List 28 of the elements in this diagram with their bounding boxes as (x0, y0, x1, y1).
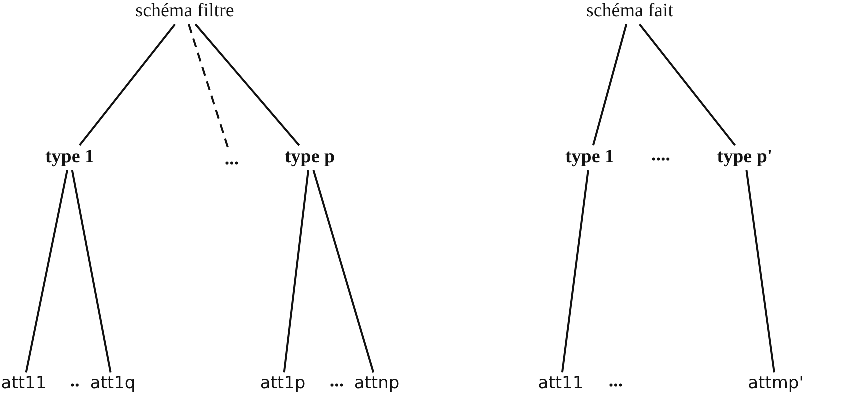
ellipsis-label: ... (330, 372, 344, 392)
ellipsis-label: ... (608, 372, 624, 392)
ellipsis-label: .. (70, 372, 80, 392)
tree-line (194, 24, 300, 146)
tree-line (71, 170, 112, 373)
type-label: type p (284, 148, 336, 168)
tree-line (79, 24, 176, 146)
attribute-label: att11 (538, 374, 584, 394)
schema-label: schéma filtre (136, 2, 234, 22)
attribute-label: att11 (1, 374, 47, 394)
attribute-label: attnp (354, 374, 400, 394)
type-label: type 1 (565, 148, 615, 168)
attribute-label: att1p (260, 374, 306, 394)
tree-line (639, 24, 736, 146)
attribute-label: att1q (90, 374, 136, 394)
tree-line (312, 170, 375, 373)
tree-line (561, 170, 590, 373)
tree-line (592, 24, 628, 146)
type-label: type p' (717, 148, 773, 168)
attribute-label: attmp' (748, 374, 804, 394)
schema-label: schéma fait (586, 2, 674, 22)
tree-line (746, 170, 776, 373)
ellipsis-label: .... (652, 146, 670, 166)
dashed-line (188, 24, 229, 148)
tree-line (25, 170, 68, 373)
type-label: type 1 (45, 148, 95, 168)
tree-line (283, 170, 310, 373)
type-label: ... (224, 150, 240, 170)
